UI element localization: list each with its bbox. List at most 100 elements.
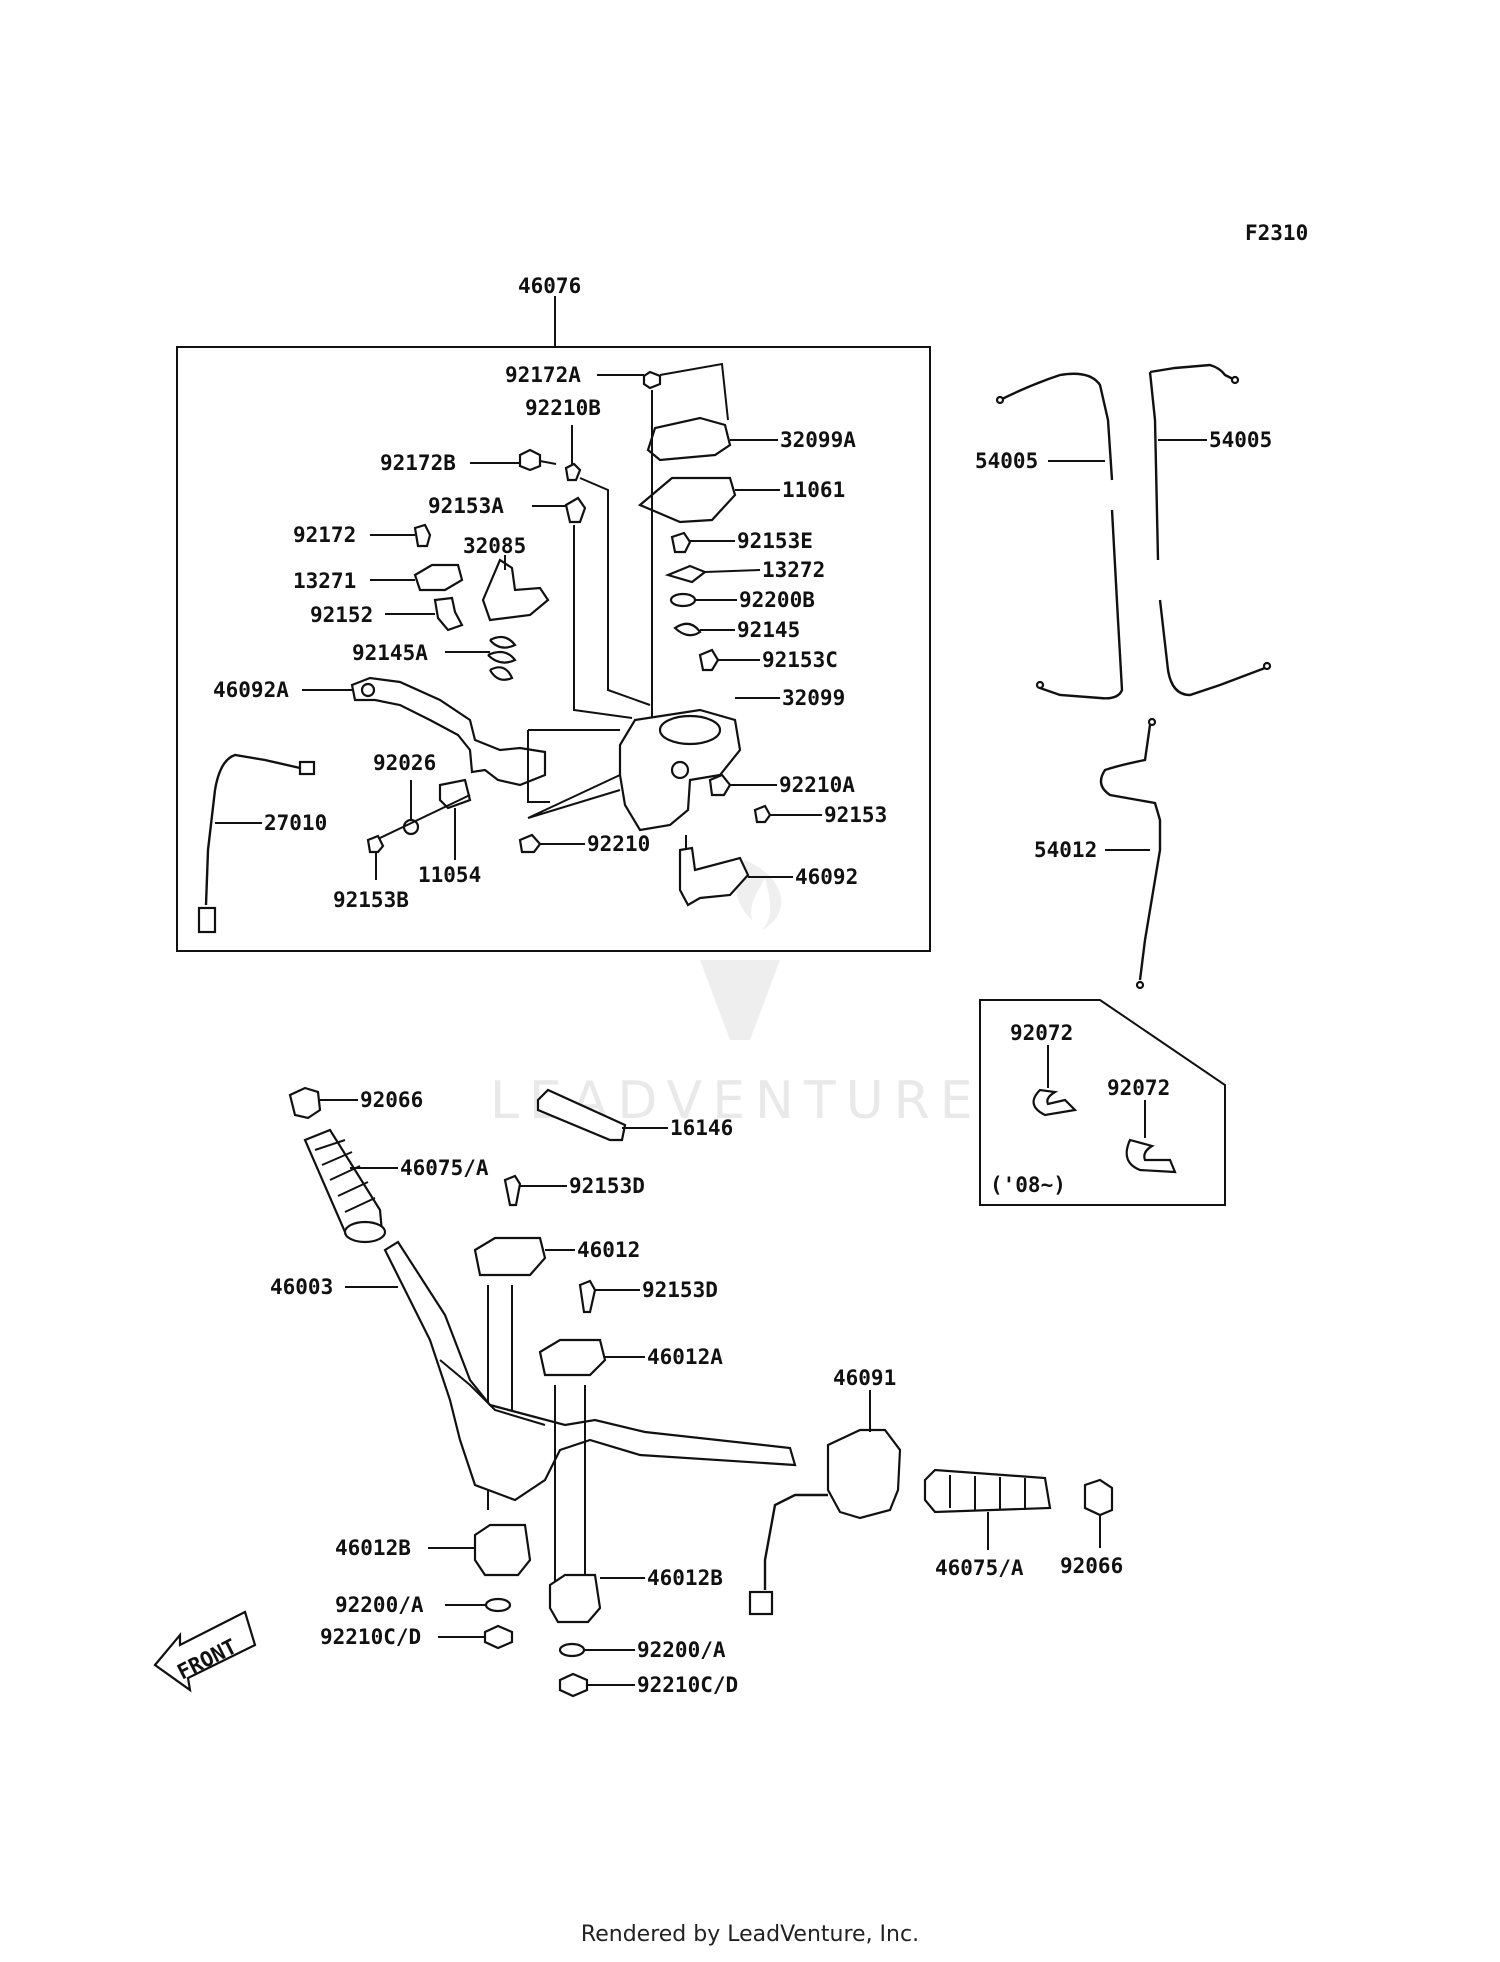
label-92026: 92026 (373, 751, 436, 775)
diaphragm-11061 (637, 476, 737, 524)
handlebar-46003 (383, 1240, 797, 1502)
switch-housing-46091 (826, 1428, 902, 1520)
label-92152: 92152 (310, 603, 373, 627)
brake-switch-27010 (213, 753, 301, 791)
label-46076: 46076 (518, 274, 581, 298)
label-46012: 46012 (577, 1238, 640, 1262)
label-92172B: 92172B (380, 451, 456, 475)
screw-92172B (518, 448, 542, 472)
front-arrow: FRONT (153, 1610, 257, 1693)
label-92153C: 92153C (762, 648, 838, 672)
clamp-92072-b (1125, 1138, 1177, 1174)
bar-end-92066-left (288, 1086, 322, 1120)
label-92200B: 92200B (739, 588, 815, 612)
spring-92145 (673, 622, 702, 637)
bolt-92153B (366, 834, 385, 854)
label-46003: 46003 (270, 1275, 333, 1299)
label-13271: 13271 (293, 569, 356, 593)
label-92210CD-right: 92210C/D (637, 1673, 738, 1697)
label-11054: 11054 (418, 863, 481, 887)
label-54005-right: 54005 (1209, 428, 1272, 452)
holder-46012A (538, 1338, 607, 1377)
label-92072-a: 92072 (1010, 1021, 1073, 1045)
label-92210A: 92210A (779, 773, 855, 797)
label-92153D-lower: 92153D (642, 1278, 718, 1302)
label-32085: 32085 (463, 534, 526, 558)
washer-92200A-right (558, 1642, 586, 1658)
washer-92200A-left (484, 1597, 512, 1613)
parking-lever-46092 (678, 846, 750, 907)
label-27010: 27010 (264, 811, 327, 835)
grip-46075A-right (923, 1468, 1052, 1514)
holder-46012B-left (473, 1523, 532, 1577)
bar-end-92066-right (1083, 1478, 1114, 1517)
label-54012: 54012 (1034, 838, 1097, 862)
lever-bracket-11054 (438, 778, 472, 810)
label-92145: 92145 (737, 618, 800, 642)
screw-92172A (642, 370, 662, 390)
bolt-92153 (753, 804, 772, 824)
label-32099: 32099 (782, 686, 845, 710)
label-92172: 92172 (293, 523, 356, 547)
label-54005-left: 54005 (975, 449, 1038, 473)
pad-16146 (536, 1088, 627, 1142)
label-92145A: 92145A (352, 641, 428, 665)
nut-92210A (708, 773, 732, 797)
label-92066-left: 92066 (360, 1088, 423, 1112)
inset-note: ('08~) (990, 1173, 1066, 1197)
plate-13272 (664, 564, 708, 584)
bracket-32085 (481, 558, 550, 622)
label-92153D-upper: 92153D (569, 1174, 645, 1198)
label-92200A-left: 92200/A (335, 1593, 424, 1617)
cable-54005-left (999, 372, 1124, 700)
plate-13271 (413, 563, 464, 592)
holder-46012B-right (548, 1573, 602, 1624)
label-92153B: 92153B (333, 888, 409, 912)
assembly-46076-frame (176, 346, 931, 952)
label-92066-right: 92066 (1060, 1554, 1123, 1578)
label-92172A: 92172A (505, 363, 581, 387)
label-92210: 92210 (587, 832, 650, 856)
nut-92210CD-right (558, 1672, 589, 1698)
label-46091: 46091 (833, 1366, 896, 1390)
label-46092: 46092 (795, 865, 858, 889)
label-46012B-left: 46012B (335, 1536, 411, 1560)
washer-92200B (669, 592, 697, 608)
label-92153A: 92153A (428, 494, 504, 518)
nut-92210B (564, 462, 582, 482)
bolt-92153D-lower (578, 1279, 597, 1314)
label-92153: 92153 (824, 803, 887, 827)
label-11061: 11061 (782, 478, 845, 502)
spring-92145A (487, 635, 517, 681)
brake-lever-46092A (350, 676, 547, 787)
cable-54012 (1099, 724, 1162, 981)
holder-46012 (473, 1236, 547, 1277)
label-46075A-left: 46075/A (400, 1156, 489, 1180)
label-16146: 16146 (670, 1116, 733, 1140)
label-13272: 13272 (762, 558, 825, 582)
label-92210B: 92210B (525, 396, 601, 420)
label-92153E: 92153E (737, 529, 813, 553)
bolt-92153A (564, 496, 587, 524)
figure-code: F2310 (1245, 221, 1308, 245)
cable-54005-right (1148, 363, 1266, 697)
label-32099A: 32099A (780, 428, 856, 452)
screw-92172 (413, 523, 432, 548)
nut-92210CD-left (483, 1624, 514, 1650)
bolt-92153E (670, 531, 692, 554)
clamp-92072-a (1032, 1088, 1078, 1117)
nut-92210 (518, 833, 542, 854)
label-92072-b: 92072 (1107, 1076, 1170, 1100)
label-92210CD-left: 92210C/D (320, 1625, 421, 1649)
label-46012B-right: 46012B (647, 1566, 723, 1590)
label-92200A-right: 92200/A (637, 1638, 726, 1662)
label-46092A: 46092A (213, 678, 289, 702)
pin-92152 (433, 596, 464, 632)
label-46075A-right: 46075/A (935, 1556, 1024, 1580)
watermark: LEADVENTURE (490, 860, 973, 1131)
reservoir-cap-32099A (646, 416, 732, 462)
inset-92072-frame (979, 999, 1226, 1206)
label-46012A: 46012A (647, 1345, 723, 1369)
bolt-92153C (698, 648, 720, 672)
